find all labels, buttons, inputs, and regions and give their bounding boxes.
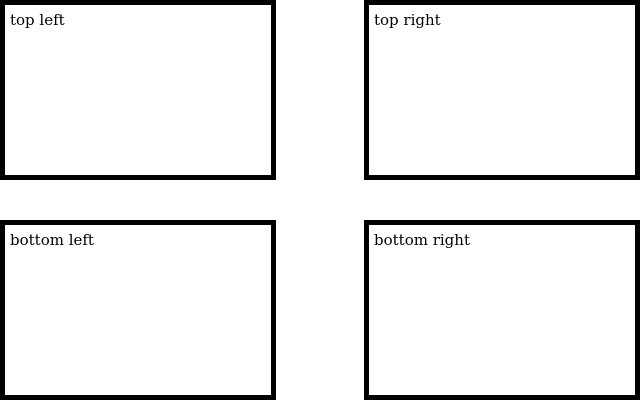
panel-bottom-right: bottom right [364, 220, 640, 400]
panel-label: top left [10, 11, 65, 29]
panel-top-left: top left [0, 0, 276, 180]
panel-label: bottom left [10, 231, 94, 249]
panel-label: top right [374, 11, 441, 29]
panel-top-right: top right [364, 0, 640, 180]
panel-label: bottom right [374, 231, 470, 249]
panel-bottom-left: bottom left [0, 220, 276, 400]
